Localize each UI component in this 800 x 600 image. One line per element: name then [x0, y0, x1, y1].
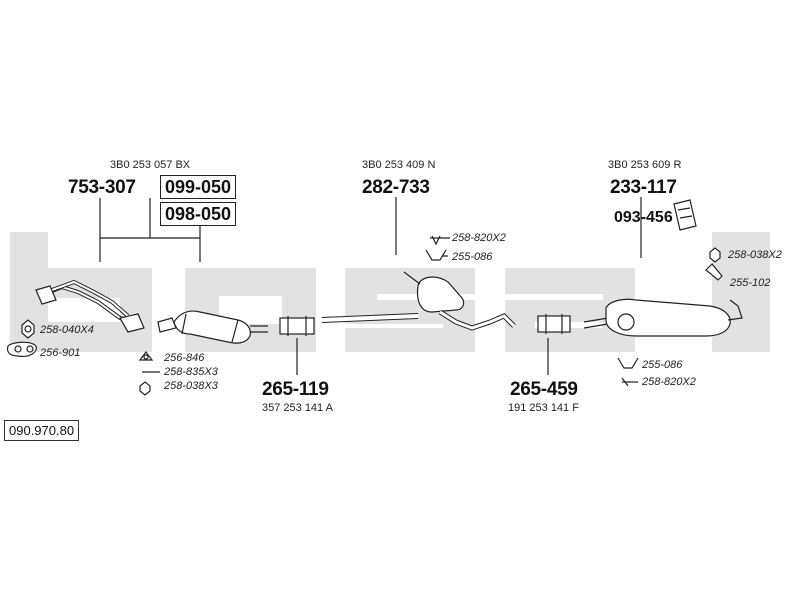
oem-number-clamp-1: 357 253 141 A — [262, 402, 333, 414]
accessory-label: 255-102 — [730, 277, 771, 289]
part-number-catalyst-b: 098-050 — [160, 202, 237, 226]
oem-number-clamp-2: 191 253 141 F — [508, 402, 579, 414]
bolt-icon — [431, 235, 441, 246]
accessory-label: 258-038X3 — [164, 380, 218, 392]
part-number-heat-shield: 093-456 — [614, 209, 673, 226]
accessory-label: 258-038X2 — [728, 249, 782, 261]
bracket-icon — [705, 263, 723, 281]
hanger-icon — [425, 249, 447, 261]
accessory-icons — [6, 235, 723, 396]
part-number-rear-silencer: 233-117 — [610, 177, 677, 198]
oem-number-front-pipe: 3B0 253 057 BX — [110, 159, 191, 171]
accessory-label: 256-846 — [164, 352, 205, 364]
hanger-icon — [617, 357, 639, 369]
part-number-clamp-2: 265-459 — [510, 379, 578, 400]
heat-shield-drawing — [673, 199, 697, 231]
catalytic-converter-drawing — [157, 310, 268, 344]
part-number-middle-silencer: 282-733 — [362, 177, 430, 198]
accessory-label: 255-086 — [642, 359, 683, 371]
accessory-label: 258-820X2 — [642, 376, 696, 388]
oem-number-rear-silencer: 3B0 253 609 R — [608, 159, 682, 171]
accessory-label: 258-835X3 — [164, 366, 218, 378]
part-number-front-pipe: 753-307 — [68, 177, 136, 198]
nut-icon — [709, 247, 721, 263]
part-number-catalyst-a: 099-050 — [160, 175, 237, 199]
rear-silencer-drawing — [583, 298, 743, 337]
bolt-icon — [621, 377, 629, 387]
clamp-2-drawing — [537, 314, 571, 334]
accessory-label: 256-901 — [40, 347, 81, 359]
accessory-label: 258-820X2 — [452, 232, 506, 244]
part-number-clamp-1: 265-119 — [262, 379, 329, 400]
accessory-label: 258-040X4 — [40, 324, 94, 336]
front-pipe-drawing — [35, 279, 145, 333]
accessory-label: 255-086 — [452, 251, 493, 263]
oem-number-middle-silencer: 3B0 253 409 N — [362, 159, 436, 171]
nut-icon — [139, 381, 151, 396]
clamp-1-drawing — [279, 316, 315, 336]
middle-silencer-drawing — [321, 271, 516, 331]
diagram-reference-number: 090.970.80 — [4, 420, 80, 441]
